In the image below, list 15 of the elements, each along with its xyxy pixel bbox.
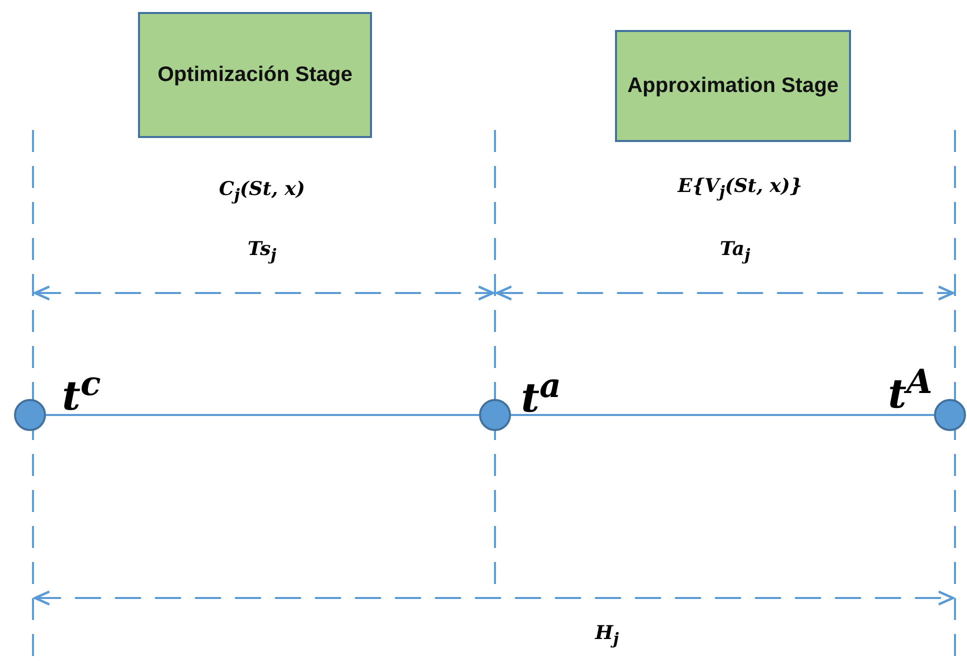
- horizon-label: H$_{j}$: [595, 622, 619, 648]
- stage-box: Optimización Stage: [138, 12, 372, 138]
- duration-label: Ta$_{j}$: [720, 238, 750, 264]
- duration-label: Ts$_{j}$: [248, 238, 276, 264]
- point-circle: [934, 399, 966, 431]
- timeline-line: [511, 414, 934, 416]
- time-label: t$^{c}$: [62, 367, 101, 416]
- timeline-line: [46, 414, 479, 416]
- point-circle: [14, 399, 46, 431]
- point-circle: [479, 399, 511, 431]
- cost-formula: C$_{j}$(St, x): [219, 178, 305, 204]
- stage-box: Approximation Stage: [615, 30, 851, 142]
- time-label: t$^{a}$: [521, 369, 562, 418]
- expectation-formula: E{V$_{j}$(St, x)}: [678, 175, 802, 201]
- time-label: t$^{A}$: [888, 365, 932, 414]
